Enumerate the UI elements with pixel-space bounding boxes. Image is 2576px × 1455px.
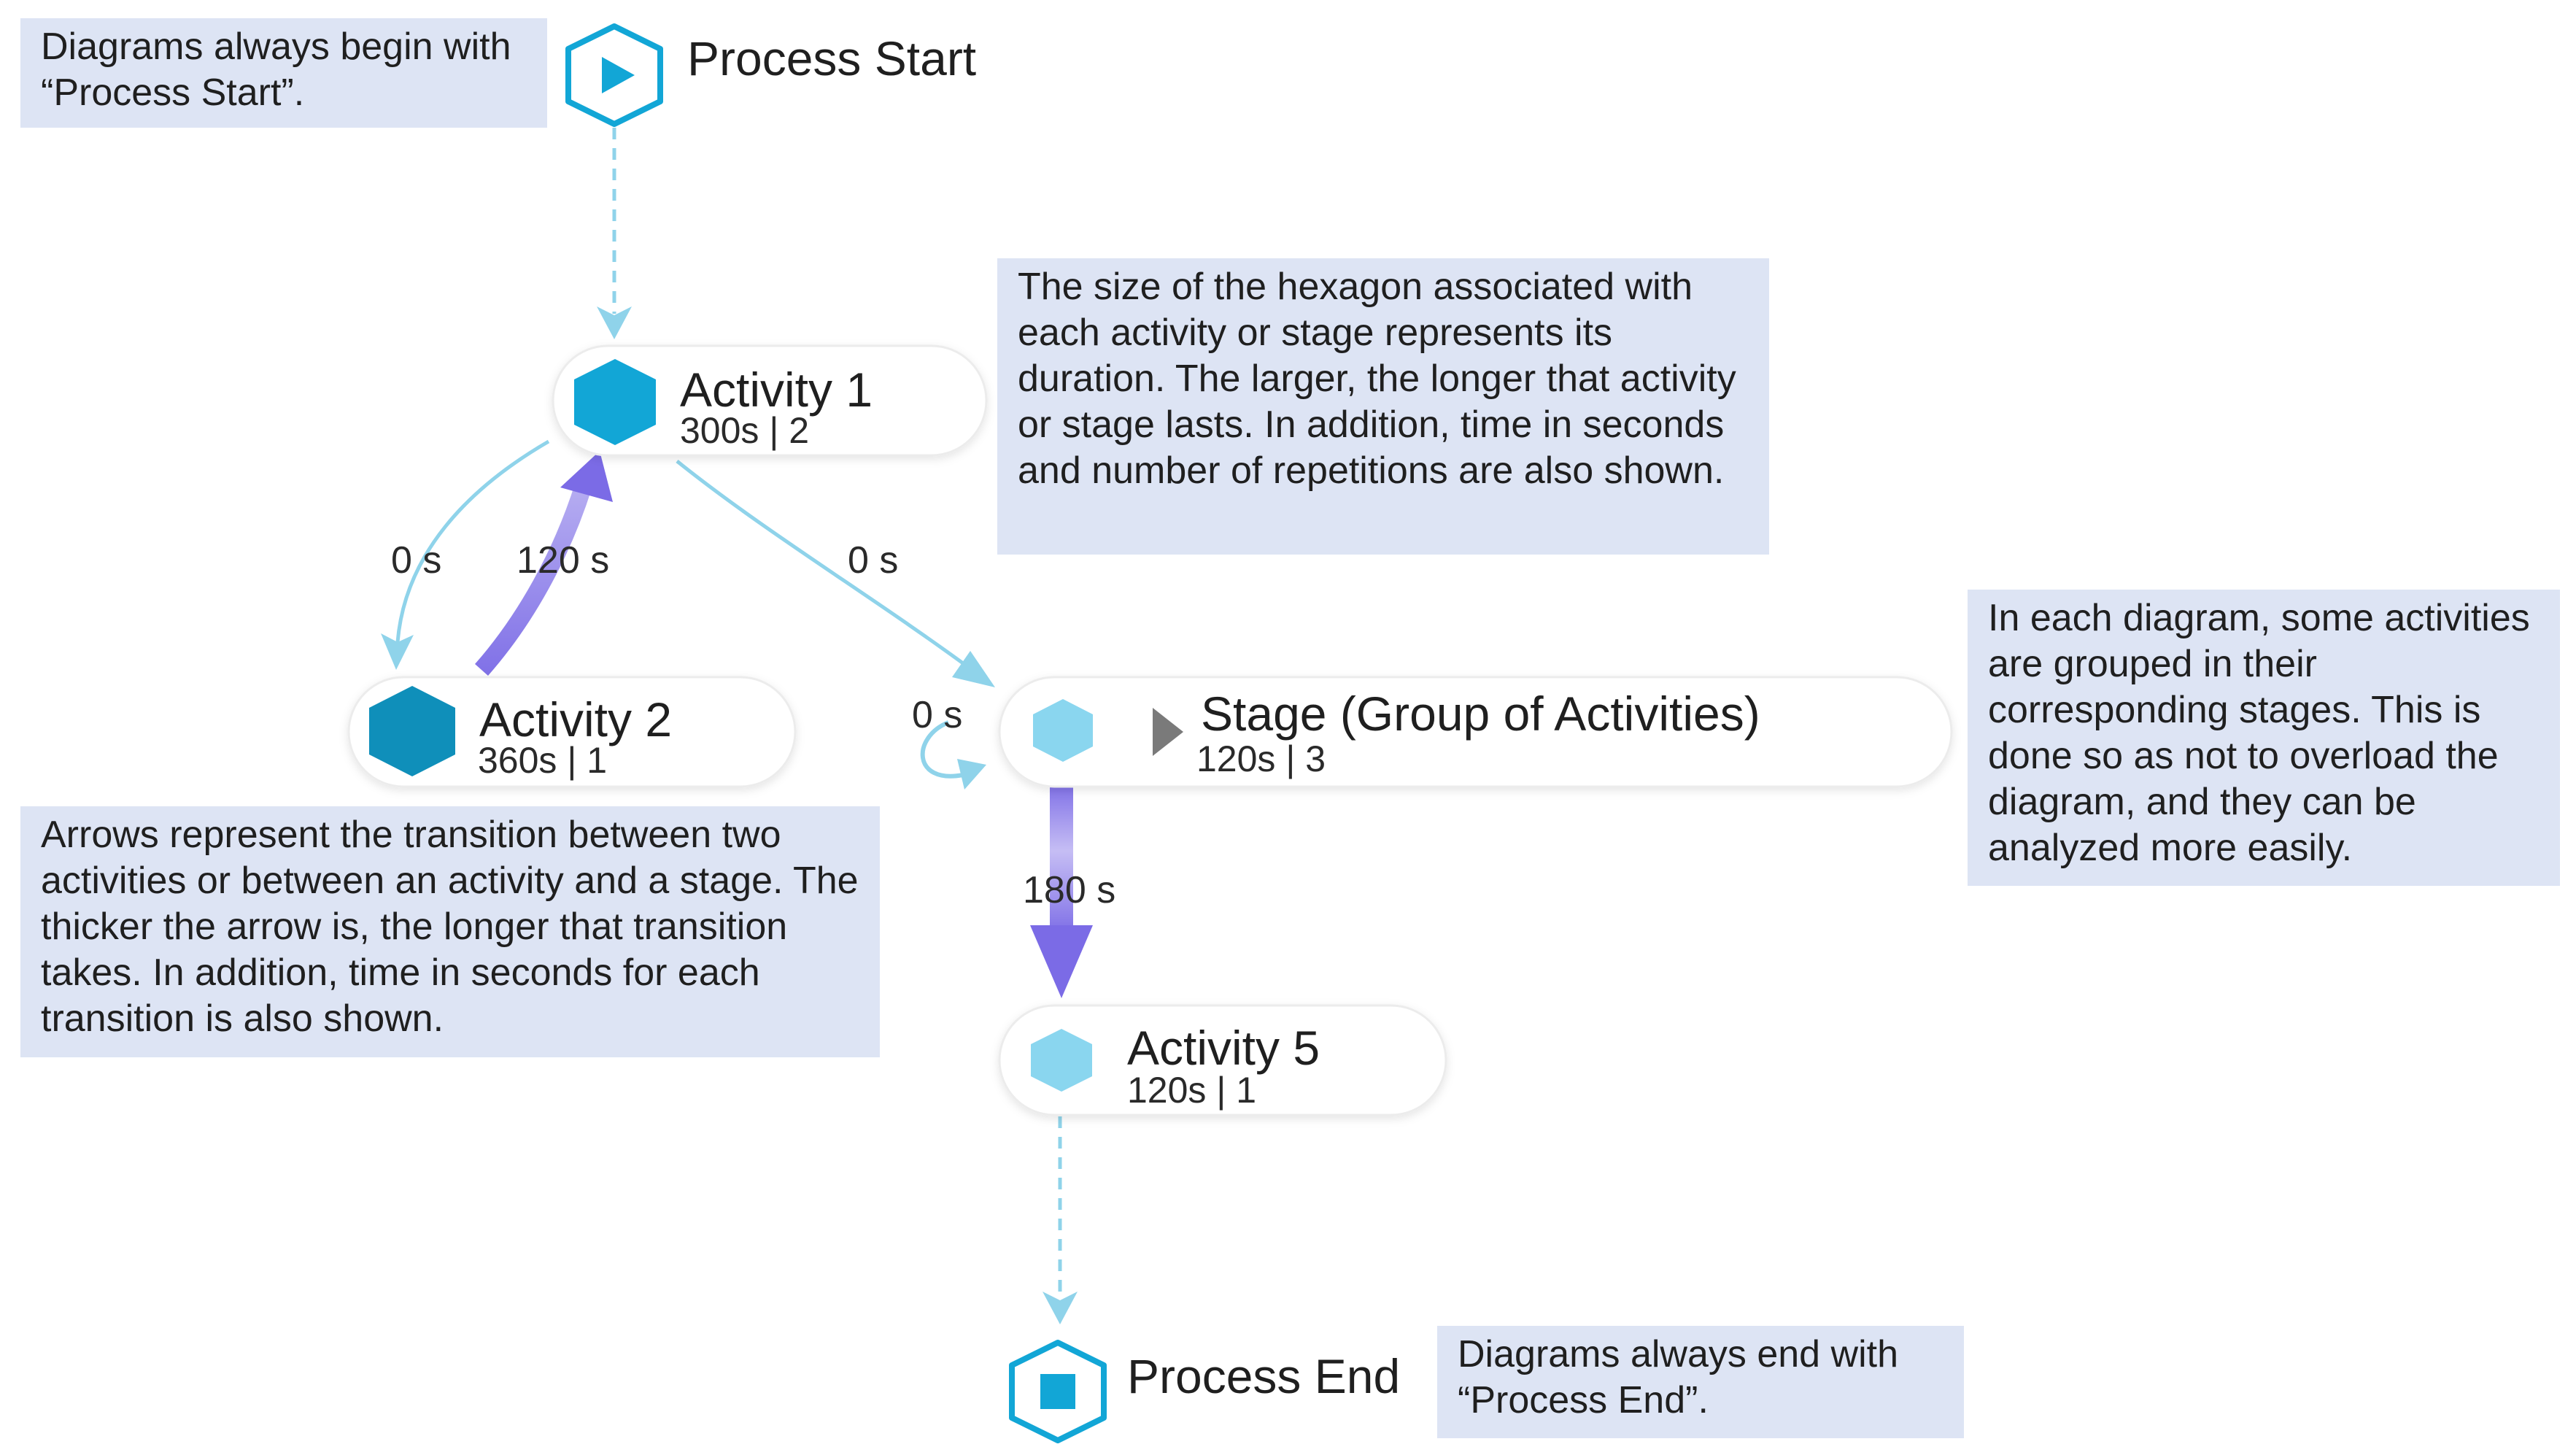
edge-label-activity-1-to-activity-2: 0 s: [391, 539, 442, 582]
activity-2-hexagon-icon: [369, 686, 455, 776]
edge-activity-1-to-stage: [676, 460, 995, 687]
activity-1-hexagon-icon: [574, 359, 656, 445]
process-end-label: Process End: [1127, 1349, 1401, 1403]
process-start-label: Process Start: [687, 31, 977, 85]
activity-5-stats: 120s | 1: [1127, 1070, 1257, 1111]
process-start-icon[interactable]: [565, 23, 663, 127]
edge-label-activity-2-to-activity-1: 120 s: [517, 539, 610, 582]
stage-title: Stage (Group of Activities): [1201, 687, 1760, 741]
edge-label-stage-to-activity-5: 180 s: [1023, 869, 1116, 911]
edge-activity-2-to-activity-1: [475, 451, 613, 676]
edge-label-stage-self-loop: 0 s: [912, 694, 963, 736]
edge-start-to-activity-1: [597, 128, 632, 339]
stage-hexagon-icon: [1033, 699, 1093, 762]
activity-2-pill[interactable]: [347, 676, 797, 788]
process-end-icon[interactable]: [1009, 1340, 1107, 1443]
note-arrows: Arrows represent the transition between …: [20, 806, 880, 1057]
activity-5-hexagon-icon: [1031, 1029, 1092, 1092]
note-process-start: Diagrams always begin with “Process Star…: [20, 18, 547, 128]
activity-1-stats: 300s | 2: [680, 410, 810, 451]
edge-stage-self-loop: [920, 720, 986, 790]
activity-2-stats: 360s | 1: [478, 740, 608, 781]
stage-stats: 120s | 3: [1196, 738, 1326, 779]
note-stages: In each diagram, some activities are gro…: [1968, 590, 2560, 886]
stage-expand-icon[interactable]: [1153, 708, 1183, 756]
activity-5-pill[interactable]: [998, 1004, 1447, 1116]
edge-activity-1-to-activity-2: [381, 439, 550, 670]
edge-stage-to-activity-5: [1030, 787, 1093, 998]
edge-activity-5-to-end: [1043, 1116, 1078, 1324]
edge-label-activity-1-to-stage: 0 s: [848, 539, 899, 582]
activity-1-pill[interactable]: [552, 344, 988, 457]
stage-pill[interactable]: [998, 676, 1953, 788]
activity-2-title: Activity 2: [479, 692, 673, 746]
activity-1-title: Activity 1: [680, 363, 873, 417]
note-process-end: Diagrams always end with “Process End”.: [1437, 1326, 1964, 1438]
note-hexagon-size: The size of the hexagon associated with …: [997, 258, 1769, 555]
activity-5-title: Activity 5: [1127, 1021, 1320, 1075]
